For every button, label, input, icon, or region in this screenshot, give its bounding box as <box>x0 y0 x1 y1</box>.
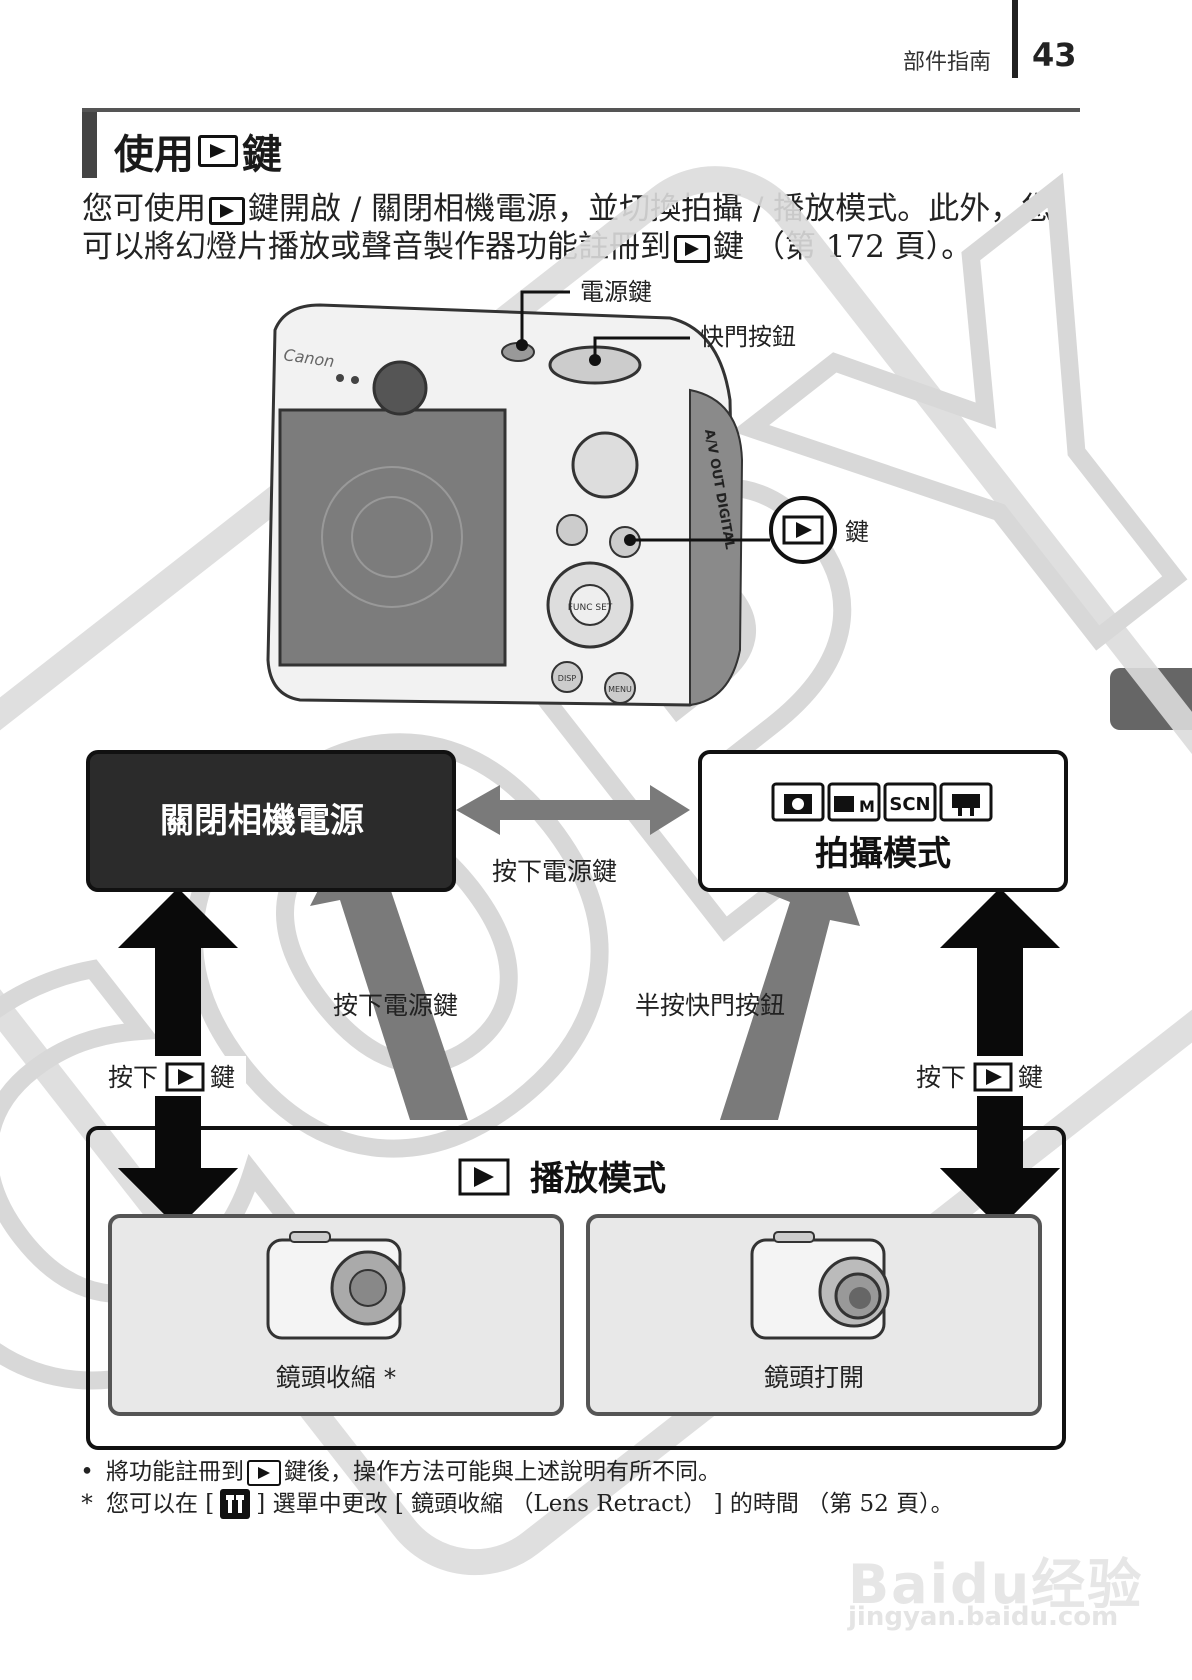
lens-retracted-label: 鏡頭收縮 * <box>276 1363 396 1392</box>
scn-icon <box>883 782 937 822</box>
callout-lines <box>520 290 770 542</box>
note-bullet: • 將功能註冊到鍵後，操作方法可能與上述說明有所不同。 <box>80 1459 721 1486</box>
intro-text: 鍵 （第 172 頁）。 <box>713 229 973 265</box>
callout-shutter: 快門按鈕 <box>700 323 796 351</box>
camera-open-illustration <box>750 1231 890 1340</box>
asterisk-mark: * <box>81 1491 93 1517</box>
lens-open-label: 鏡頭打開 <box>764 1363 864 1392</box>
shooting-mode-icons: M SCN <box>771 782 993 822</box>
note-text: 將功能註冊到 <box>106 1459 244 1485</box>
note-text: ] 選單中更改 [ 鏡頭收縮 （Lens Retract） ] 的時間 （第 5… <box>256 1491 954 1517</box>
arrow-left-diag-label: 按下電源鍵 <box>333 991 458 1020</box>
baidu-watermark-url: jingyan.baidu.com <box>848 1602 1119 1632</box>
note-text: 您可以在 [ <box>106 1491 215 1517</box>
menu-label: MENU <box>608 685 632 694</box>
intro-text: 您可使用 <box>82 191 206 227</box>
title-suffix: 鍵 <box>242 132 282 178</box>
camera-back-illustration: Canon FUNC SET DISP MENU A/V OUT DIGITAL <box>266 303 744 707</box>
header-divider <box>1012 0 1018 78</box>
scn-label: SCN <box>889 794 930 815</box>
callout-power: 電源鍵 <box>580 278 652 306</box>
section-label: 部件指南 <box>903 50 992 75</box>
arrow-top-label: 按下電源鍵 <box>492 857 617 886</box>
mode-dial <box>571 431 639 499</box>
lcd-screen <box>278 408 507 667</box>
footnotes: • 將功能註冊到鍵後，操作方法可能與上述說明有所不同。 * 您可以在 [] 選單… <box>78 1456 1138 1520</box>
right-arrow-label-b: 鍵 <box>1018 1063 1043 1092</box>
page-number: 43 <box>1032 36 1077 74</box>
camera-retracted-illustration <box>266 1231 406 1340</box>
note-asterisk: * 您可以在 [ ] 選單中更改 [ 鏡頭收縮 （Lens Retract） ] … <box>78 1488 1138 1520</box>
note-text: 鍵後，操作方法可能與上述說明有所不同。 <box>284 1459 721 1485</box>
power-off-label: 關閉相機電源 <box>160 801 364 841</box>
tools-menu-icon <box>220 1489 251 1519</box>
playback-mode-label: 播放模式 <box>530 1159 666 1199</box>
playback-icon <box>247 1460 281 1486</box>
playback-icon <box>973 1062 1013 1092</box>
left-arrow-label-b: 鍵 <box>210 1063 235 1092</box>
page-title: 使用 鍵 <box>114 122 282 180</box>
func-label: FUNC SET <box>568 603 613 613</box>
title-accent-bar <box>82 112 97 178</box>
power-off-box <box>86 750 456 892</box>
playback-icon <box>209 196 245 225</box>
left-arrow-label-a: 按下 <box>108 1063 158 1092</box>
baidu-watermark-logo: Baidu经验 <box>848 1553 1144 1616</box>
gray-arrows <box>310 785 860 1120</box>
disp-label: DISP <box>558 674 577 683</box>
header-rule <box>82 108 1080 112</box>
playback-mode-box <box>86 1126 1066 1450</box>
arrow-right-diag-label: 半按快門按鈕 <box>635 991 785 1020</box>
playback-icon <box>198 135 238 167</box>
title-prefix: 使用 <box>114 132 194 178</box>
right-arrow-label-a: 按下 <box>916 1063 966 1092</box>
shooting-mode-label: 拍攝模式 <box>815 834 951 874</box>
playback-icon <box>674 234 710 263</box>
callout-play-key: 鍵 <box>845 518 869 546</box>
svg-text:M: M <box>859 797 875 816</box>
viewfinder <box>372 360 428 416</box>
